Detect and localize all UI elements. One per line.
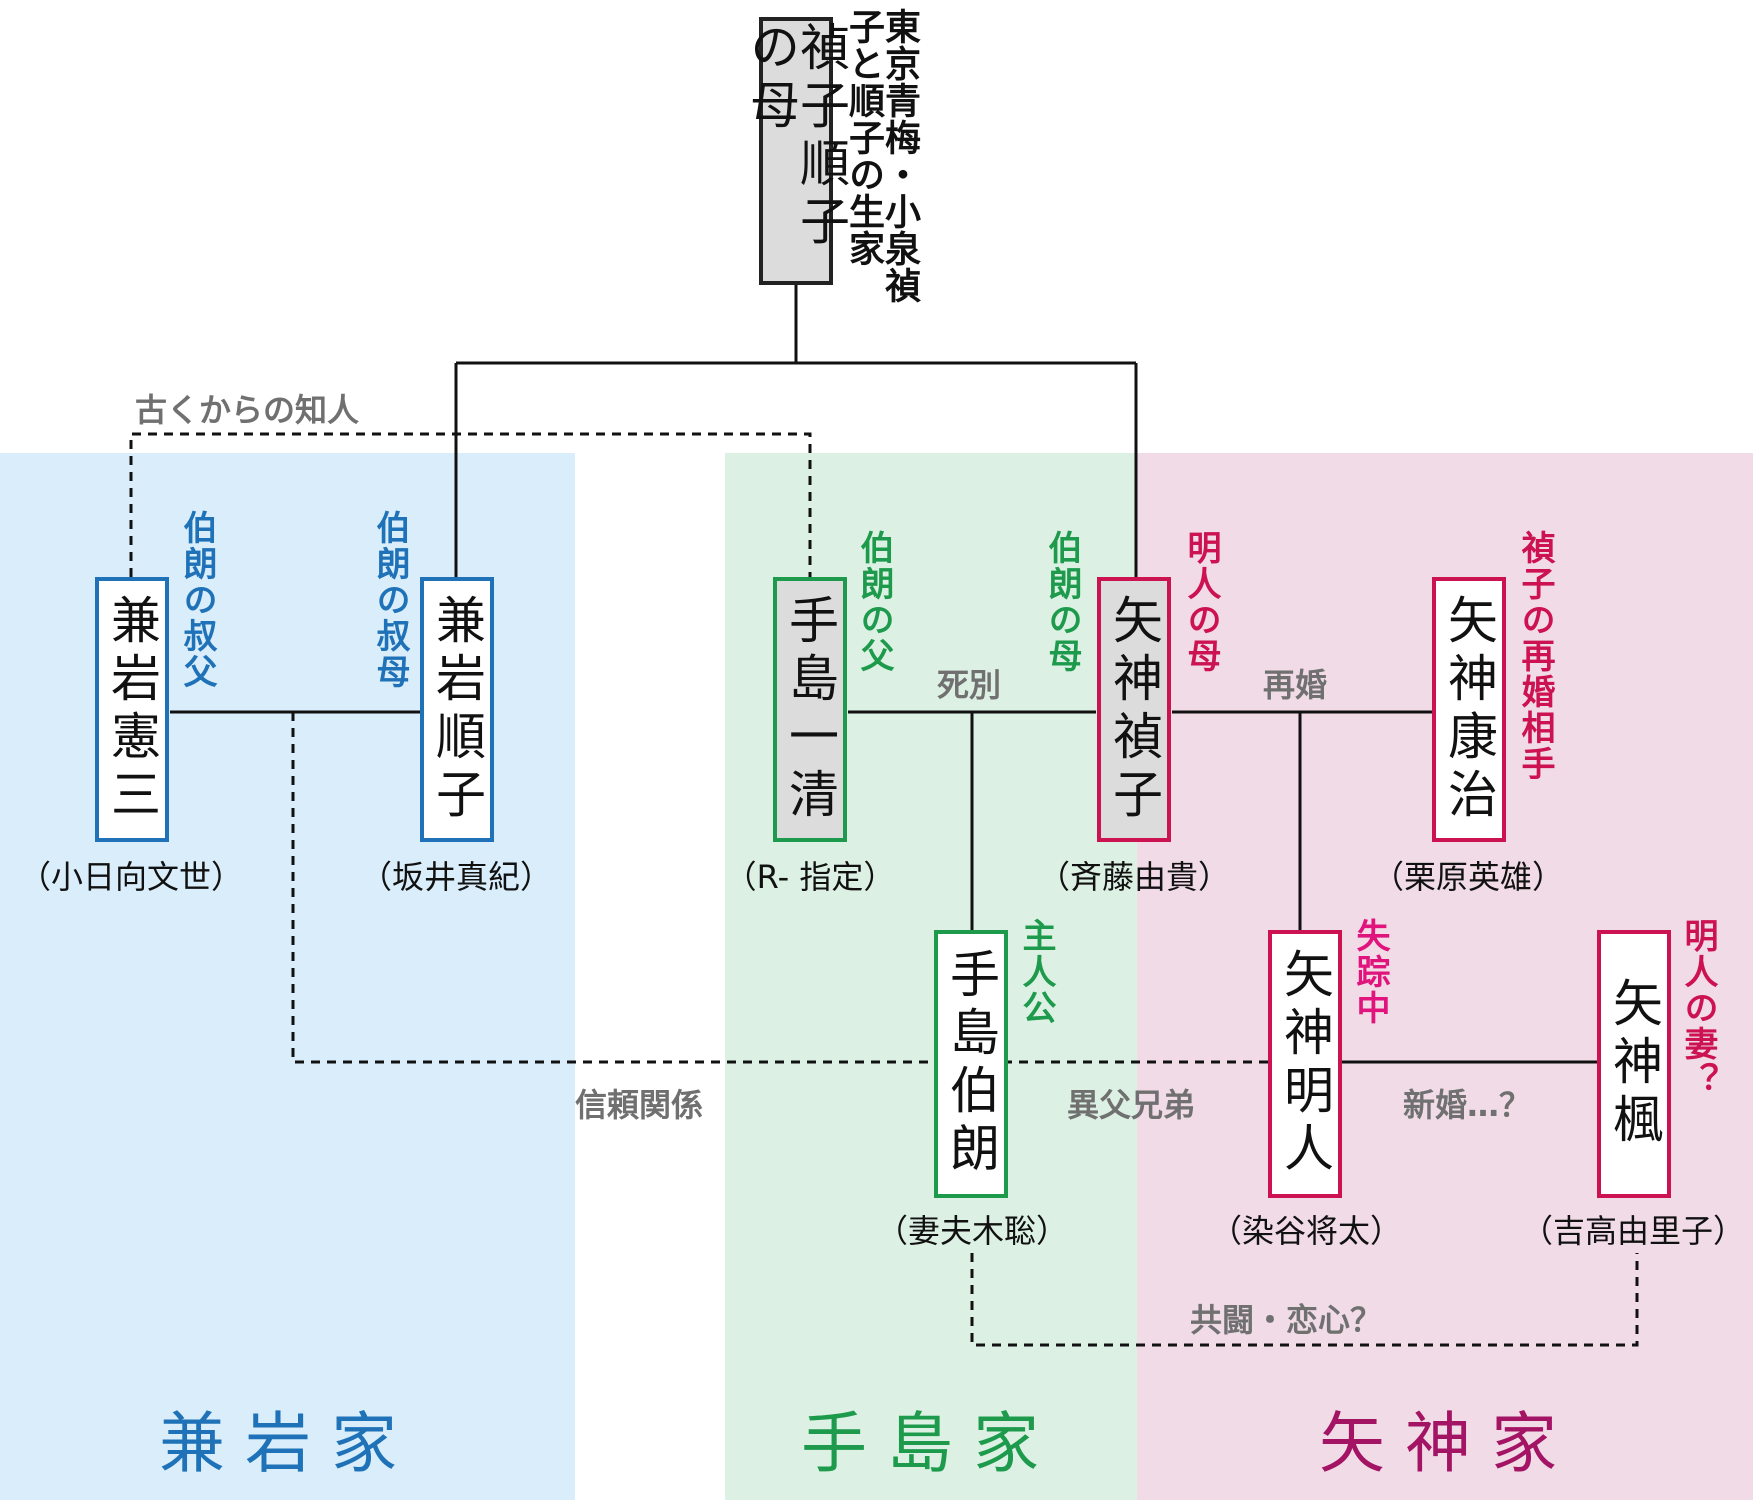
family-title-kaneiwa: 兼岩家 (159, 1405, 417, 1482)
person-box-yagami-teiko: 矢神禎子 (1097, 577, 1171, 842)
relation-newlywed: 新婚…？ (1403, 1086, 1532, 1124)
person-box-kaneiwa-junko: 兼岩順子 (420, 577, 494, 842)
actor-tejima-hakuro: （妻夫木聡） (875, 1212, 1069, 1250)
role-yagami-yasuharu: 禎子の再婚相手 (1515, 530, 1555, 782)
person-name-tejima-hakuro: 手島伯朗 (942, 948, 1000, 1180)
role-tejima-kazukiyo: 伯朗の父 (854, 530, 894, 674)
relation-old-acquaintance: 古くからの知人 (135, 391, 360, 429)
person-name-yagami-teiko: 矢神禎子 (1105, 593, 1163, 826)
actor-yagami-teiko: （斉藤由貴） (1037, 858, 1231, 896)
trust-dashed-line (291, 712, 1000, 1064)
person-box-tejima-hakuro: 手島伯朗 (934, 930, 1008, 1198)
person-name-yagami-kaede: 矢神楓 (1605, 977, 1663, 1151)
actor-yagami-akito: （染谷将太） (1209, 1212, 1403, 1250)
actor-yagami-yasuharu: （栗原英雄） (1371, 858, 1565, 896)
actor-tejima-kazukiyo: （R- 指定） (724, 858, 896, 896)
role-yagami-kaede: 明人の妻？ (1678, 918, 1718, 1098)
relation-half-brothers: 異父兄弟 (1067, 1086, 1196, 1124)
person-box-yagami-kaede: 矢神楓 (1597, 930, 1671, 1198)
relation-remarriage: 再婚 (1263, 666, 1328, 704)
joint-struggle-dashed-line (970, 1253, 1639, 1347)
old-acquaintance-dashed-line (129, 432, 812, 577)
role-yagami-teiko-2: 明人の母 (1181, 530, 1221, 674)
root-person-name: 禎子順子の母 (742, 21, 850, 253)
actor-kaneiwa-kenzo: （小日向文世） (18, 858, 244, 896)
role-tejima-hakuro: 主人公 (1016, 918, 1056, 1026)
relation-death-separation: 死別 (937, 666, 1002, 704)
person-box-yagami-yasuharu: 矢神康治 (1432, 577, 1506, 842)
person-box-yagami-akito: 矢神明人 (1268, 930, 1342, 1198)
role-yagami-teiko-1: 伯朗の母 (1042, 530, 1082, 674)
family-title-tejima: 手島家 (801, 1405, 1059, 1482)
person-name-tejima-kazukiyo: 手島一清 (781, 593, 839, 826)
person-name-yagami-akito: 矢神明人 (1276, 948, 1334, 1180)
family-title-yagami: 矢神家 (1319, 1405, 1577, 1482)
person-name-kaneiwa-junko: 兼岩順子 (428, 593, 486, 826)
role-kaneiwa-junko: 伯朗の叔母 (370, 510, 410, 690)
person-box-tejima-kazukiyo: 手島一清 (773, 577, 847, 842)
role-kaneiwa-kenzo: 伯朗の叔父 (177, 510, 217, 690)
relation-joint-struggle: 共闘・恋心？ (1190, 1301, 1383, 1339)
role-yagami-akito: 失踪中 (1350, 918, 1390, 1026)
actor-yagami-kaede: （吉高由里子） (1520, 1212, 1746, 1250)
relation-trust: 信頼関係 (575, 1086, 704, 1124)
root-note-label: 東京青梅・小泉禎子と順子の生家 (843, 8, 920, 304)
person-box-kaneiwa-kenzo: 兼岩憲三 (95, 577, 169, 842)
person-name-kaneiwa-kenzo: 兼岩憲三 (103, 593, 161, 826)
person-name-yagami-yasuharu: 矢神康治 (1440, 593, 1498, 826)
actor-kaneiwa-junko: （坂井真紀） (359, 858, 553, 896)
root-person-box: 禎子順子の母 (742, 17, 850, 285)
